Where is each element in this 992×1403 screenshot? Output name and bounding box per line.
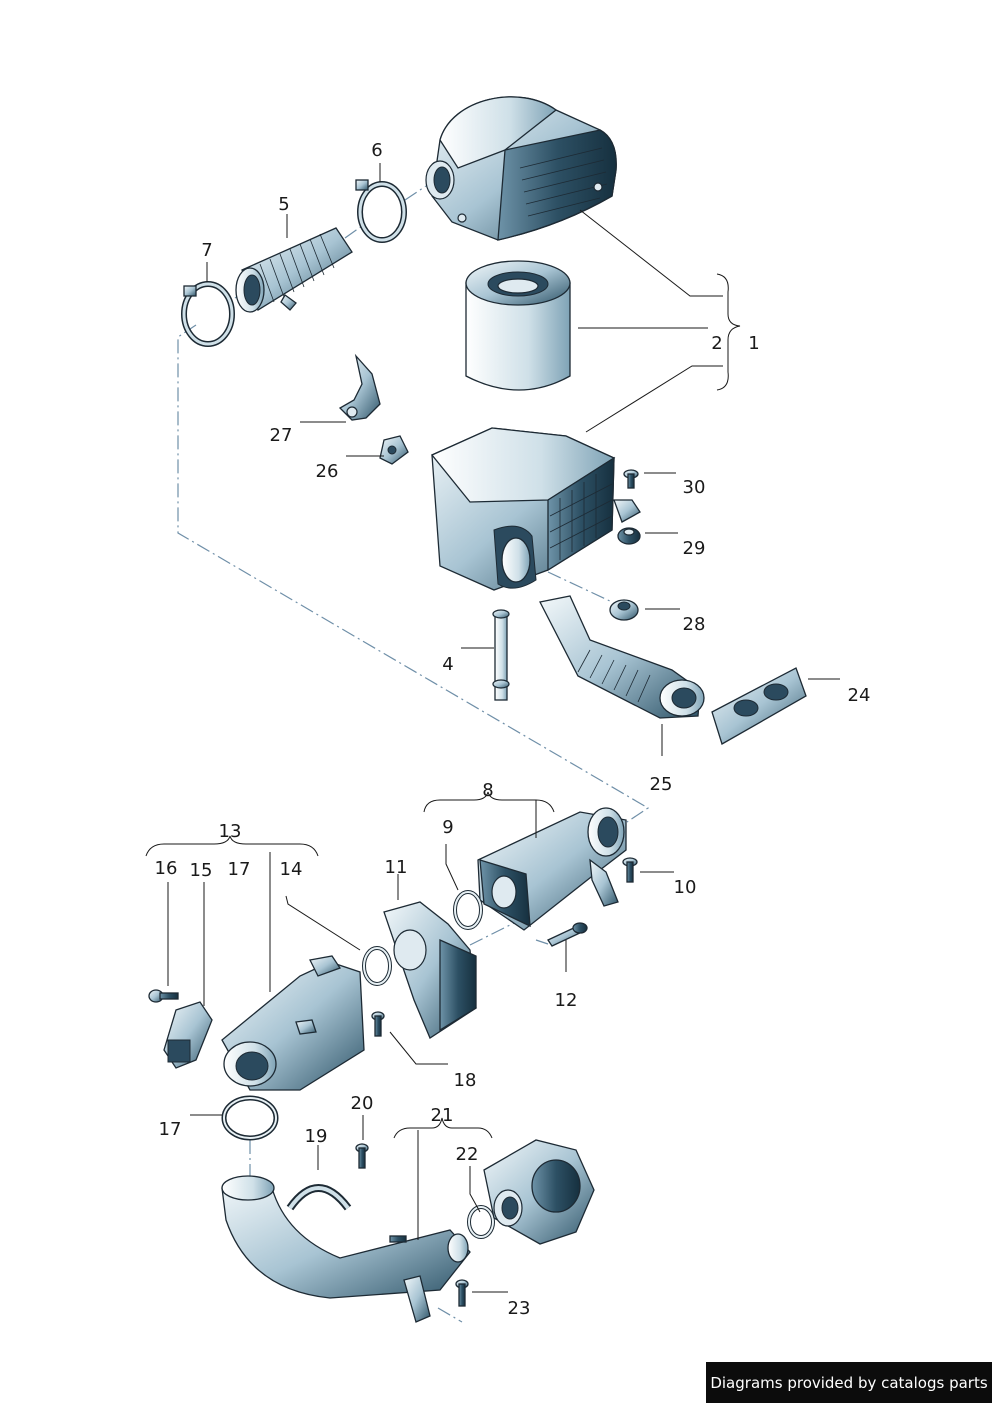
grommet-29 xyxy=(617,527,641,545)
air-filter-housing-lower xyxy=(430,427,641,591)
attribution-text: Diagrams provided by catalogs parts xyxy=(710,1373,988,1392)
label-10: 10 xyxy=(674,877,697,898)
label-12: 12 xyxy=(555,990,578,1011)
label-11: 11 xyxy=(385,857,408,878)
label-25: 25 xyxy=(650,774,673,795)
hose-clamp-upper xyxy=(355,179,407,243)
label-8: 8 xyxy=(482,780,493,801)
label-17-upper: 17 xyxy=(228,859,251,880)
label-22: 22 xyxy=(456,1144,479,1165)
seal-ring-9 xyxy=(453,890,483,930)
label-18: 18 xyxy=(454,1070,477,1091)
screw-18 xyxy=(371,1011,385,1037)
clip-26 xyxy=(379,435,409,465)
grommet-28 xyxy=(609,599,639,621)
label-28: 28 xyxy=(683,614,706,635)
label-5: 5 xyxy=(278,194,289,215)
label-29: 29 xyxy=(683,538,706,559)
bent-pipe-21 xyxy=(221,1175,471,1323)
label-21: 21 xyxy=(431,1105,454,1126)
intake-pipe-8 xyxy=(477,807,627,931)
throttle-body-11 xyxy=(383,901,477,1039)
filter-element xyxy=(465,260,571,391)
label-24: 24 xyxy=(848,685,871,706)
air-filter-cover xyxy=(425,96,617,241)
label-15: 15 xyxy=(190,860,213,881)
label-17-lower: 17 xyxy=(159,1119,182,1140)
intake-duct xyxy=(539,595,705,719)
bolt-10 xyxy=(622,857,638,883)
label-2: 2 xyxy=(711,333,722,354)
label-16: 16 xyxy=(155,858,178,879)
label-20: 20 xyxy=(351,1093,374,1114)
label-6: 6 xyxy=(371,140,382,161)
hose-clamp-lower xyxy=(181,281,235,347)
bracket-27 xyxy=(338,353,381,421)
label-4: 4 xyxy=(442,654,453,675)
screw-23 xyxy=(455,1279,469,1307)
screw-20 xyxy=(355,1143,369,1169)
outlet-housing xyxy=(483,1139,595,1245)
bracket-19 xyxy=(286,1184,352,1211)
intake-pipe-13 xyxy=(221,955,365,1091)
label-26: 26 xyxy=(316,461,339,482)
seal-ring-17-lower xyxy=(221,1095,279,1141)
leader-lines xyxy=(145,163,840,1293)
label-14: 14 xyxy=(280,859,303,880)
attribution-banner: Diagrams provided by catalogs parts xyxy=(706,1362,992,1403)
bolt-16 xyxy=(148,989,179,1003)
label-19: 19 xyxy=(305,1126,328,1147)
label-23: 23 xyxy=(508,1298,531,1319)
part-labels: 1 2 6 5 7 27 26 30 29 28 4 24 25 8 9 13 … xyxy=(155,140,871,1319)
inlet-grille xyxy=(711,667,807,745)
sensor-15 xyxy=(163,1001,213,1069)
screw-30 xyxy=(623,469,639,489)
seal-ring-22 xyxy=(467,1205,495,1239)
support-rod xyxy=(492,609,510,701)
seal-ring-14 xyxy=(362,946,392,986)
intake-hose xyxy=(235,227,353,313)
label-30: 30 xyxy=(683,477,706,498)
alignment-line xyxy=(177,181,650,1323)
label-7: 7 xyxy=(201,240,212,261)
bolt-12 xyxy=(547,922,588,947)
label-27: 27 xyxy=(270,425,293,446)
label-1: 1 xyxy=(748,333,759,354)
label-9: 9 xyxy=(442,817,453,838)
label-13: 13 xyxy=(219,821,242,842)
